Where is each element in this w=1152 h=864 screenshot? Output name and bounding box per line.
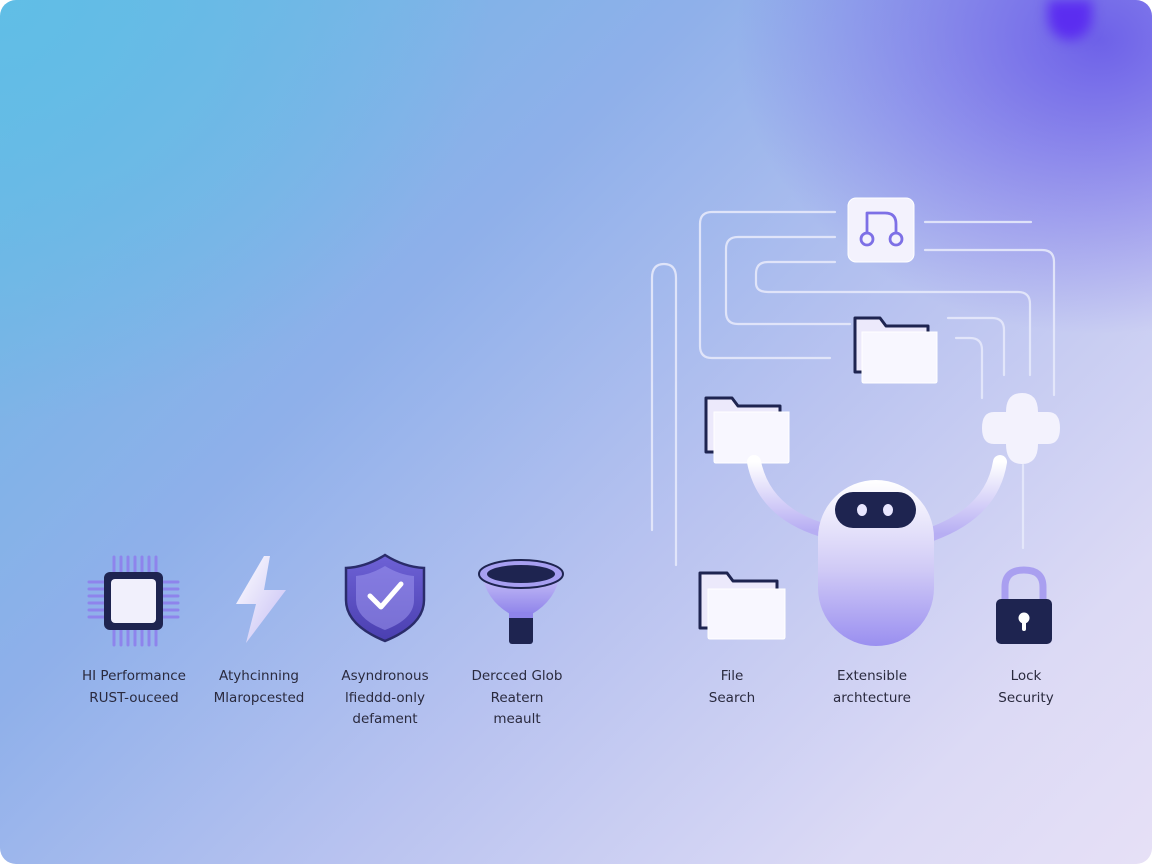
- corner-glow: [1048, 0, 1092, 40]
- feature-label-line: Dercced Glob: [471, 668, 563, 684]
- funnel-icon: [478, 559, 564, 644]
- feature-label-extensible: Extensible archtecture: [797, 666, 947, 709]
- folder-icon: [853, 316, 938, 384]
- feature-label-line: meault: [493, 711, 541, 727]
- cpu-chip-icon: [87, 555, 180, 647]
- folder-icon: [698, 571, 786, 640]
- feature-label-line: defament: [352, 711, 418, 727]
- feature-label-line: Reatern: [490, 689, 544, 706]
- feature-label-line: HI Performance: [82, 668, 186, 684]
- feature-label-line: lfieddd-only: [345, 689, 425, 706]
- feature-label-line: Atyhcinning: [219, 668, 299, 684]
- feature-label-lock: Lock Security: [951, 666, 1101, 709]
- robot-arms: [747, 455, 1007, 541]
- feature-label-performance: HI Performance RUST-ouceed: [59, 666, 209, 709]
- feature-label-async: Atyhcinning Mlaropcested: [184, 666, 334, 709]
- padlock-icon: [996, 566, 1052, 644]
- folder-icon: [704, 396, 790, 464]
- feature-label-line: Search: [708, 689, 756, 706]
- feature-label-line: File: [720, 668, 744, 684]
- feature-label-file-search: File Search: [657, 666, 807, 709]
- git-branch-icon: [847, 197, 915, 263]
- feature-label-line: Lock: [1010, 668, 1042, 684]
- feature-label-line: Security: [998, 689, 1054, 706]
- shield-check-icon: [344, 553, 426, 643]
- feature-label-line: Extensible: [836, 668, 908, 684]
- puzzle-piece-icon: [982, 393, 1060, 464]
- feature-label-readonly: Asyndronous lfieddd-only defament: [310, 666, 460, 731]
- feature-label-line: Mlaropcested: [213, 689, 305, 706]
- robot-icon: [818, 480, 934, 646]
- feature-label-line: archtecture: [833, 689, 911, 706]
- feature-label-line: RUST-ouceed: [89, 689, 179, 706]
- lightning-bolt-icon: [236, 556, 286, 643]
- feature-label-glob: Dercced Glob Reatern meault: [442, 666, 592, 731]
- feature-label-line: Asyndronous: [341, 668, 429, 684]
- circuit-lines: [650, 210, 1056, 567]
